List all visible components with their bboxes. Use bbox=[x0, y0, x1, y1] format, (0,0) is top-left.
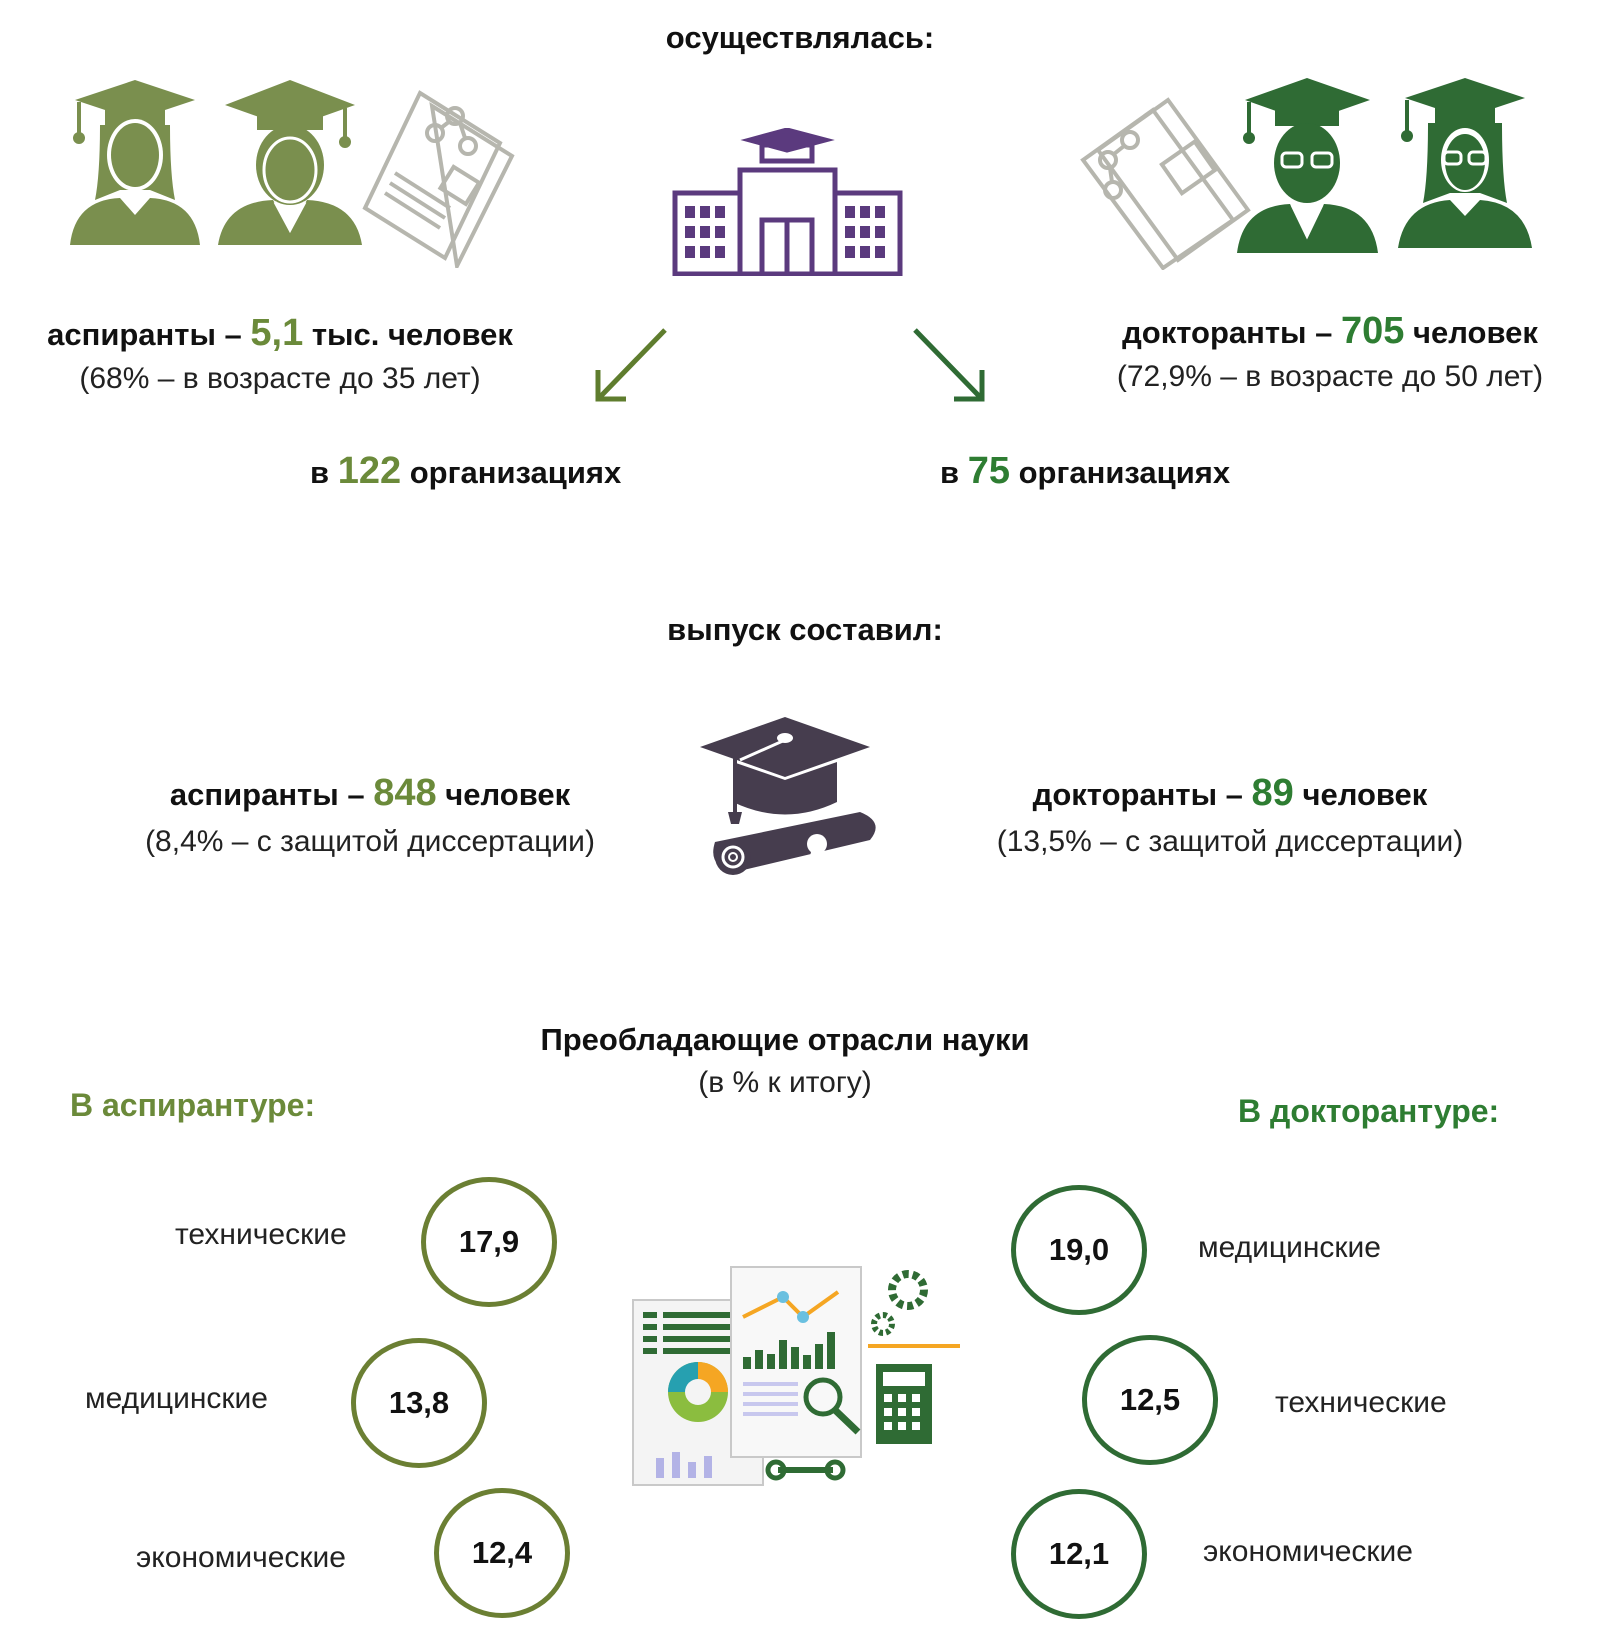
arrow-down-right-icon bbox=[913, 328, 985, 402]
fields-left-label-3: экономические bbox=[136, 1541, 346, 1574]
enrollment-left-line: аспиранты – 5,1 тыс. человек bbox=[20, 312, 540, 355]
fields-left-value-2: 13,8 bbox=[351, 1338, 487, 1468]
fields-left-label-2: медицинские bbox=[85, 1382, 268, 1415]
org-right-prefix: в bbox=[940, 455, 960, 490]
fields-right-label-2: технические bbox=[1275, 1386, 1447, 1419]
graduation-right-suffix: человек bbox=[1302, 777, 1428, 812]
graduation-left-value: 848 bbox=[373, 772, 437, 814]
document-icon bbox=[362, 90, 515, 268]
fields-right-value-2: 12,5 bbox=[1082, 1335, 1218, 1465]
document-icon bbox=[1080, 97, 1251, 270]
org-left-prefix: в bbox=[310, 455, 330, 490]
analytics-icon bbox=[632, 1266, 960, 1486]
org-left: в 122 организациях bbox=[310, 450, 621, 493]
enrollment-right-value: 705 bbox=[1340, 310, 1405, 352]
enrollment-left-suffix: тыс. человек bbox=[311, 317, 513, 352]
graduation-left-note: (8,4% – с защитой диссертации) bbox=[145, 825, 595, 858]
fields-right-value-1: 19,0 bbox=[1011, 1185, 1147, 1315]
fields-right-value-3: 12,1 bbox=[1011, 1489, 1147, 1619]
fields-left-value-3: 12,4 bbox=[434, 1488, 570, 1618]
header-title: осуществлялась: bbox=[665, 20, 935, 55]
enrollment-left-note: (68% – в возрасте до 35 лет) bbox=[79, 362, 481, 395]
graduation-title: выпуск составил: bbox=[667, 612, 943, 647]
org-right: в 75 организациях bbox=[940, 450, 1230, 493]
arrow-down-left-icon bbox=[595, 328, 667, 402]
org-right-value: 75 bbox=[967, 450, 1010, 492]
graduation-left-suffix: человек bbox=[445, 777, 571, 812]
fields-right-label-3: экономические bbox=[1203, 1535, 1413, 1568]
female-graduate-icon bbox=[1398, 78, 1532, 248]
graduation-left-line: аспиранты – 848 человек bbox=[110, 772, 630, 815]
fields-right-heading: В докторантуре: bbox=[1238, 1093, 1500, 1129]
enrollment-right-prefix: докторанты – bbox=[1122, 315, 1333, 350]
graduation-right-line: докторанты – 89 человек bbox=[970, 772, 1490, 815]
fields-title: Преобладающие отрасли науки bbox=[540, 1022, 1030, 1057]
grad-cap-diploma-icon bbox=[700, 717, 876, 875]
female-graduate-icon bbox=[70, 80, 200, 245]
fields-left-value-1: 17,9 bbox=[421, 1177, 557, 1307]
enrollment-right-line: докторанты – 705 человек bbox=[1070, 310, 1590, 353]
graduation-left-prefix: аспиранты – bbox=[169, 777, 365, 812]
fields-left-label-1: технические bbox=[175, 1218, 347, 1251]
graduation-right-note: (13,5% – с защитой диссертации) bbox=[996, 825, 1464, 858]
enrollment-right-suffix: человек bbox=[1413, 315, 1538, 350]
org-left-suffix: организациях bbox=[409, 455, 622, 490]
enrollment-left-value: 5,1 bbox=[250, 312, 304, 354]
male-graduate-icon bbox=[218, 80, 362, 245]
enrollment-right-note: (72,9% – в возрасте до 50 лет) bbox=[1116, 360, 1544, 393]
graduation-right-prefix: докторанты – bbox=[1032, 777, 1243, 812]
male-graduate-icon bbox=[1237, 78, 1378, 253]
org-right-suffix: организациях bbox=[1018, 455, 1231, 490]
fields-subtitle: (в % к итогу) bbox=[698, 1066, 872, 1099]
org-left-value: 122 bbox=[337, 450, 402, 492]
graduation-right-value: 89 bbox=[1251, 772, 1294, 814]
university-building-icon bbox=[672, 128, 903, 276]
enrollment-left-prefix: аспиранты – bbox=[47, 317, 242, 352]
fields-right-label-1: медицинские bbox=[1198, 1231, 1381, 1264]
fields-left-heading: В аспирантуре: bbox=[70, 1087, 316, 1123]
